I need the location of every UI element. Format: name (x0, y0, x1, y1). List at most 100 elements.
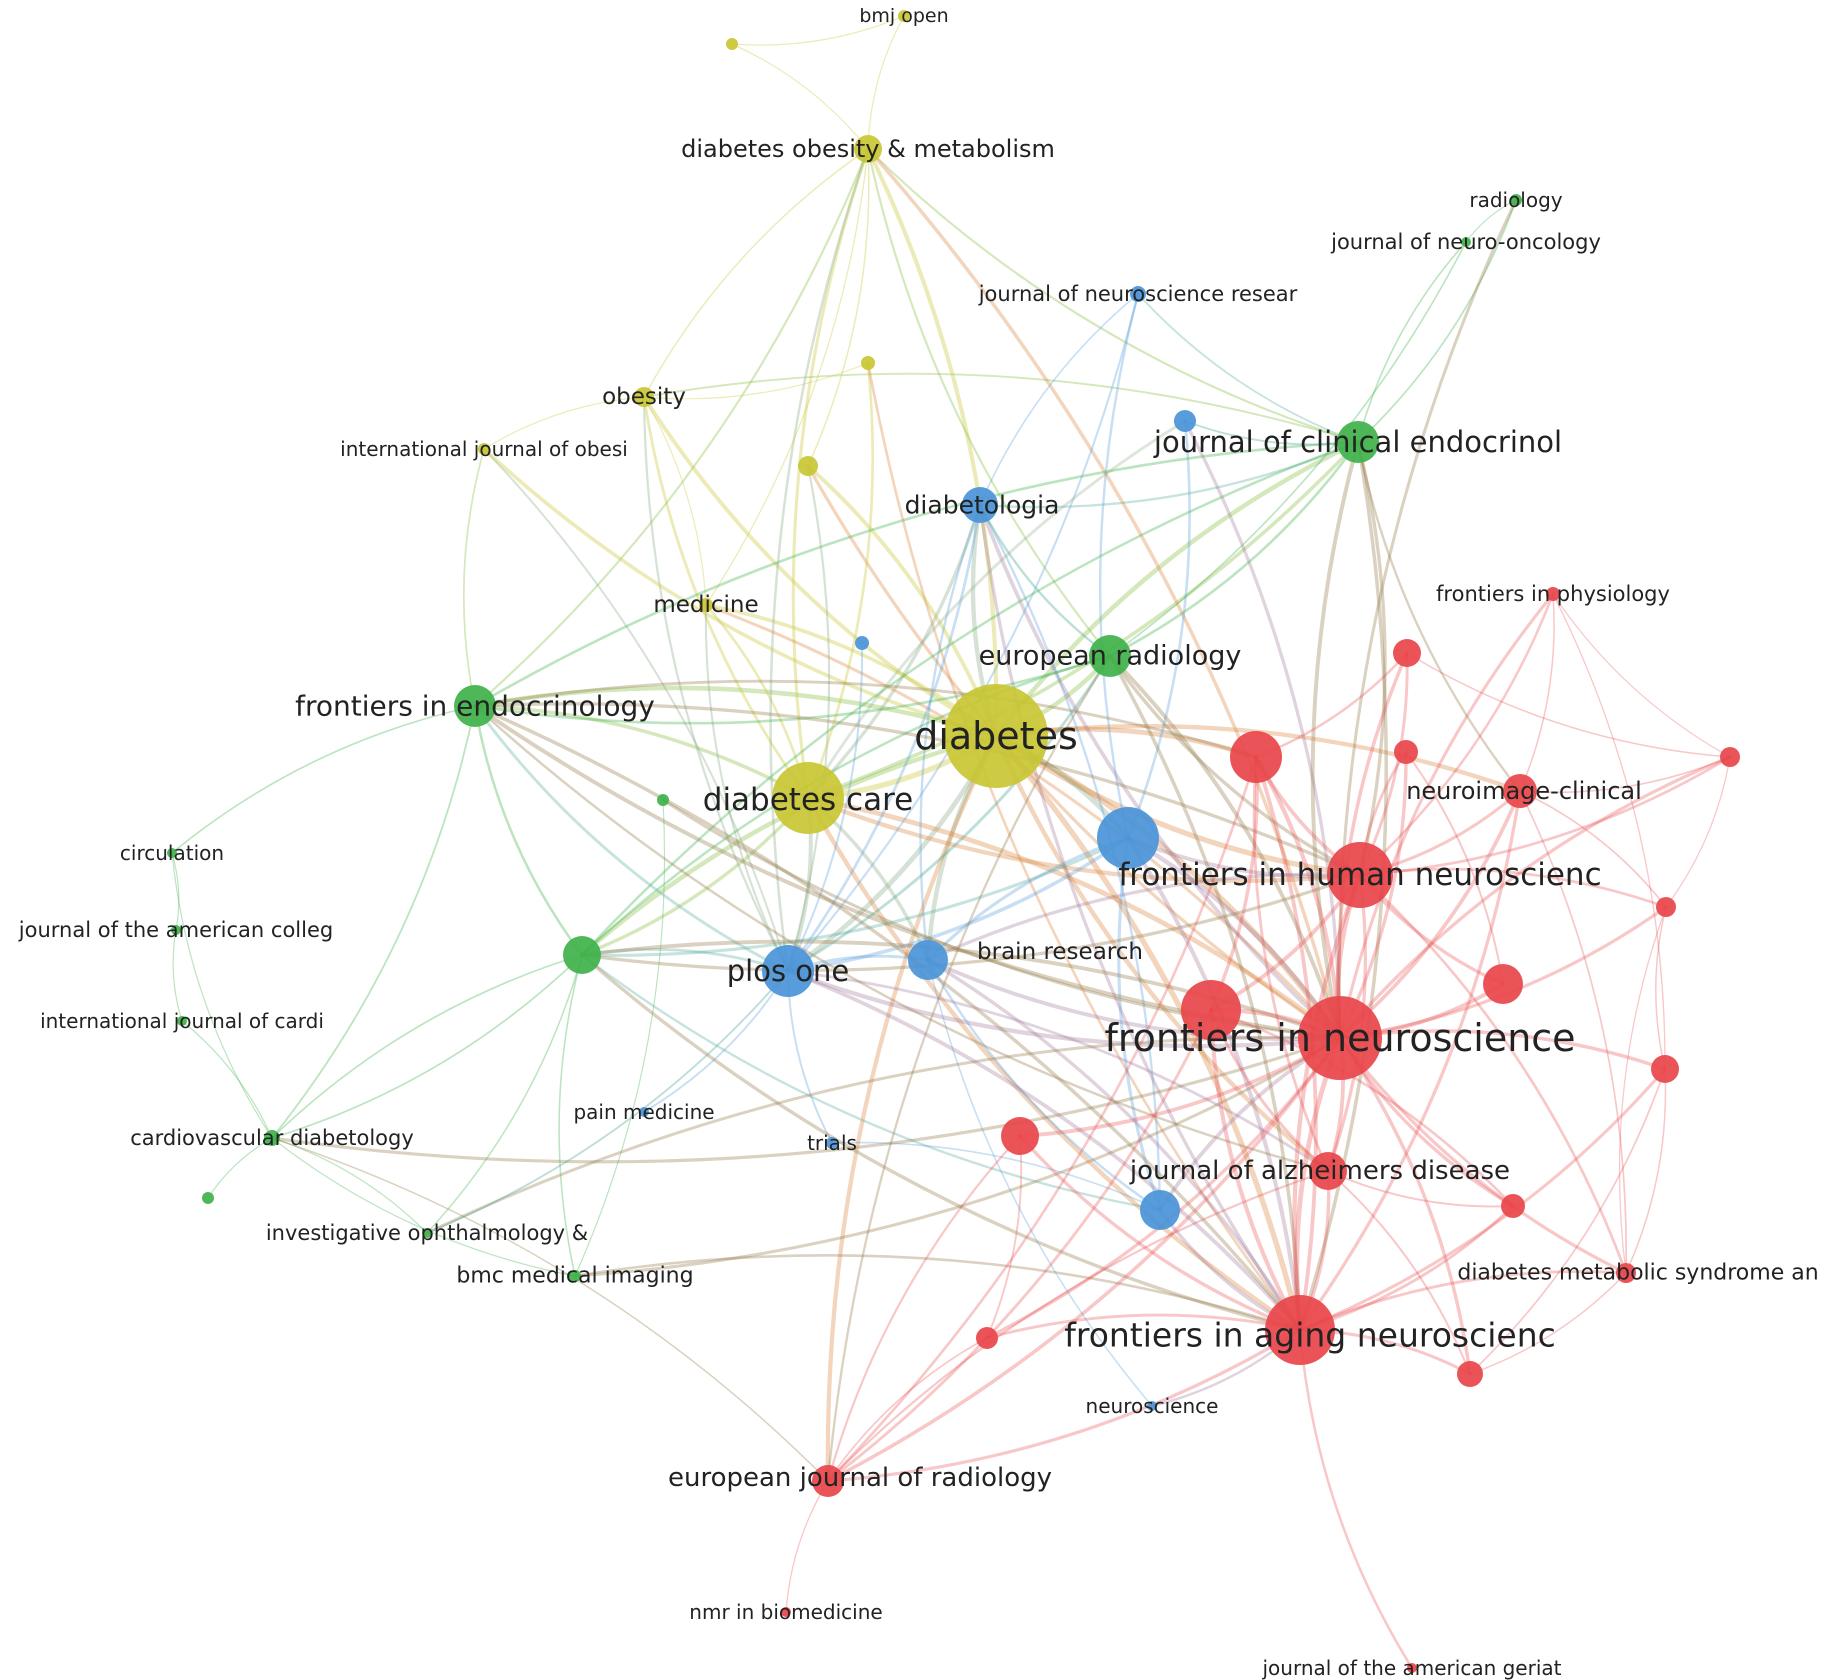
edge-frontiers_physiology-r_4 (1552, 593, 1731, 758)
edge-diabetes-frontiers_endo (472, 685, 999, 739)
node-neuroscience[interactable] (1147, 1401, 1157, 1411)
edge-european_radiology-diabetologia (978, 503, 1112, 658)
node-y_unlabeled_1[interactable] (798, 456, 818, 476)
node-g_small[interactable] (657, 794, 669, 806)
node-r_4[interactable] (1720, 747, 1740, 767)
edge-alzheimers-eur_j_radiology (826, 1169, 1330, 1483)
node-diabetes_care[interactable] (772, 762, 844, 834)
node-b_big[interactable] (1097, 807, 1159, 869)
node-frontiers_endo[interactable] (454, 685, 496, 727)
label-bmj_open: bmj open (859, 5, 948, 27)
edge-neurosci_resear-b_big (1098, 292, 1140, 840)
edge-clin_endo-frontiers_neuro (1310, 440, 1360, 1040)
edge-r_5-r_6 (1655, 906, 1667, 1070)
node-diabetes_obesity[interactable] (854, 135, 882, 163)
edge-medicine-frontiers_neuro (704, 603, 1342, 1040)
node-neuro_oncology[interactable] (1461, 237, 1471, 247)
label-pain_medicine: pain medicine (573, 1100, 714, 1124)
edge-eur_j_radiology-r_1 (826, 755, 1258, 1483)
node-frontiers_neuro[interactable] (1298, 996, 1382, 1080)
edge-r_7-r_11 (1405, 751, 1504, 985)
node-y_unlabeled_2[interactable] (861, 356, 875, 370)
edge-neuroimage_clinical-dms (1519, 790, 1628, 1274)
node-r_6[interactable] (1651, 1055, 1679, 1083)
node-r_7[interactable] (1483, 964, 1523, 1004)
edge-dms-r_10 (1469, 1272, 1627, 1375)
node-medicine[interactable] (699, 598, 713, 612)
edge-circulation-jacc (171, 852, 180, 931)
node-intl_obesity[interactable] (478, 443, 490, 455)
node-diabetologia[interactable] (962, 487, 998, 523)
edge-diabetes-frontiers_human (993, 733, 1363, 878)
node-cardio_diabetology[interactable] (264, 1130, 280, 1146)
node-r_2[interactable] (1393, 639, 1421, 667)
node-b_alz[interactable] (1140, 1190, 1180, 1230)
node-european_radiology[interactable] (1089, 635, 1131, 677)
edge-diabetologia-clin_endo (978, 440, 1360, 509)
node-r_5[interactable] (1656, 897, 1676, 917)
edge-european_radiology-plos_one (786, 654, 1112, 973)
node-radiology[interactable] (1510, 194, 1522, 206)
node-r_11[interactable] (1394, 740, 1418, 764)
node-pain_medicine[interactable] (639, 1107, 649, 1117)
edge-plos_one-frontiers_endo (473, 704, 790, 973)
edge-obesity-medicine (643, 396, 707, 606)
node-diabetes[interactable] (944, 684, 1048, 788)
edge-frontiers_endo-frontiers_human (473, 702, 1362, 877)
node-b_small_mid[interactable] (855, 636, 869, 650)
edge-frontiers_aging-dms (1298, 1270, 1628, 1332)
edge-frontiers_endo-r_1 (473, 679, 1258, 759)
node-r_9[interactable] (1501, 1194, 1525, 1218)
node-g_small2[interactable] (202, 1192, 214, 1204)
node-circulation[interactable] (167, 848, 177, 858)
edge-b_alz-g_big (580, 953, 1162, 1212)
node-r_12[interactable] (976, 1327, 998, 1349)
edge-obesity-plos_one (642, 395, 790, 973)
node-trials[interactable] (826, 1137, 838, 1149)
node-frontiers_physiology[interactable] (1546, 587, 1560, 601)
edge-alzheimers-r_1 (1252, 755, 1330, 1173)
node-brain_research[interactable] (908, 940, 948, 980)
edge-b_small_mid-plos_one (786, 641, 864, 973)
node-r_1[interactable] (1230, 731, 1282, 783)
node-intl_cardi[interactable] (177, 1016, 187, 1026)
node-eur_j_radiology[interactable] (812, 1465, 844, 1497)
node-alzheimers[interactable] (1309, 1152, 1347, 1190)
node-neurosci_resear[interactable] (1130, 286, 1146, 302)
node-r_3[interactable] (1181, 980, 1241, 1040)
node-obesity[interactable] (634, 387, 654, 407)
node-g_big[interactable] (563, 936, 601, 974)
node-dms[interactable] (1616, 1263, 1636, 1283)
label-frontiers_neuro: frontiers in neuroscience (1104, 1016, 1575, 1060)
node-neuroimage_clinical[interactable] (1503, 774, 1537, 808)
node-jacc[interactable] (171, 925, 181, 935)
edge-circulation-cardio_diabetology (171, 852, 273, 1139)
node-y_unlabeled_3[interactable] (726, 38, 738, 50)
edge-frontiers_human-r_5 (1358, 867, 1668, 909)
edge-neurosci_resear-plos_one (786, 292, 1140, 973)
node-frontiers_aging[interactable] (1265, 1295, 1335, 1365)
node-nmr_biomed[interactable] (781, 1607, 791, 1617)
node-plos_one[interactable] (762, 945, 814, 997)
edge-european_radiology-frontiers_neuro (1108, 654, 1342, 1040)
edge-alzheimers-r_9 (1327, 1170, 1514, 1208)
node-bmc_imaging[interactable] (569, 1270, 581, 1282)
node-bmj_open[interactable] (898, 10, 910, 22)
edge-neuroimage_clinical-r_4 (1519, 756, 1731, 794)
edge-diabetes-alzheimers (993, 733, 1331, 1174)
node-clin_endo[interactable] (1337, 421, 1379, 463)
node-frontiers_human[interactable] (1327, 842, 1393, 908)
edge-r_8-r_12 (986, 1135, 1023, 1339)
node-jags[interactable] (1407, 1663, 1417, 1673)
label-nmr_biomed: nmr in biomedicine (689, 1600, 882, 1624)
edge-b_small_top-diabetes_care (806, 419, 1187, 800)
edge-plos_one-frontiers_aging (786, 969, 1302, 1332)
edge-neuroimage_clinical-frontiers_physiology (1519, 593, 1555, 792)
node-r_8[interactable] (1001, 1117, 1039, 1155)
node-b_small_top[interactable] (1174, 410, 1196, 432)
node-invest_ophth[interactable] (422, 1228, 432, 1238)
edge-diabetes-diabetes_obesity (865, 146, 999, 739)
node-r_10[interactable] (1457, 1361, 1483, 1387)
edge-cardio_diabetology-frontiers_neuro (270, 1036, 1342, 1164)
edge-diabetes_care-diabetologia (806, 503, 982, 800)
